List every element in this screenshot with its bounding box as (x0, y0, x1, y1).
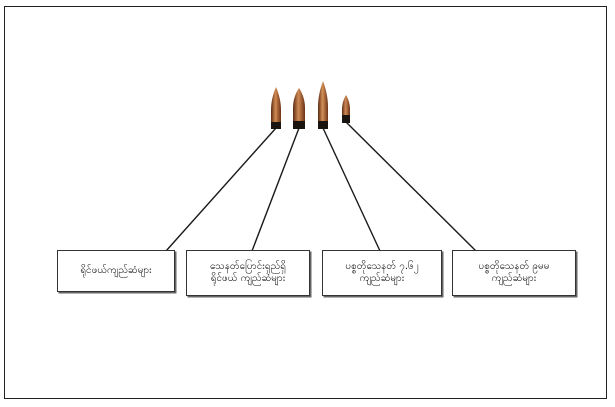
connector-line-3 (322, 127, 381, 252)
label-box-3: ပစ္စတိုသေနတ် ၇.၆၂ ကျည်ဆံများ (322, 250, 442, 296)
label-4-line-1: ပစ္စတိုသေနတ် ၉မမ (478, 261, 550, 272)
label-1-line-1: ရိုင်ဖယ်ကျည်ဆံများ (80, 265, 152, 276)
diagram-frame (4, 6, 607, 399)
bullet-icon (293, 88, 305, 129)
label-box-4: ပစ္စတိုသေနတ် ၉မမ ကျည်ဆံများ (452, 250, 576, 296)
label-4-line-2: ကျည်ဆံများ (491, 273, 537, 284)
short-bullet-icon (342, 95, 350, 123)
label-box-1: ရိုင်ဖယ်ကျည်ဆံများ (57, 250, 175, 292)
label-2-line-2: ရိုင်ဖယ် ကျည်ဆံများ (210, 273, 286, 284)
label-box-2: သေနတ်ပြောင်းရှည်ရှိ ရိုင်ဖယ် ကျည်ဆံများ (186, 250, 310, 296)
label-2-line-1: သေနတ်ပြောင်းရှည်ရှိ (210, 261, 286, 272)
rifle-bullet-icon (318, 81, 328, 129)
connector-line-4 (345, 121, 477, 252)
connector-line-1 (165, 127, 277, 252)
rifle-bullet-icon (271, 87, 281, 129)
label-3-line-1: ပစ္စတိုသေနတ် ၇.၆၂ (345, 261, 419, 272)
connector-line-2 (251, 127, 300, 252)
label-3-line-2: ကျည်ဆံများ (359, 273, 405, 284)
